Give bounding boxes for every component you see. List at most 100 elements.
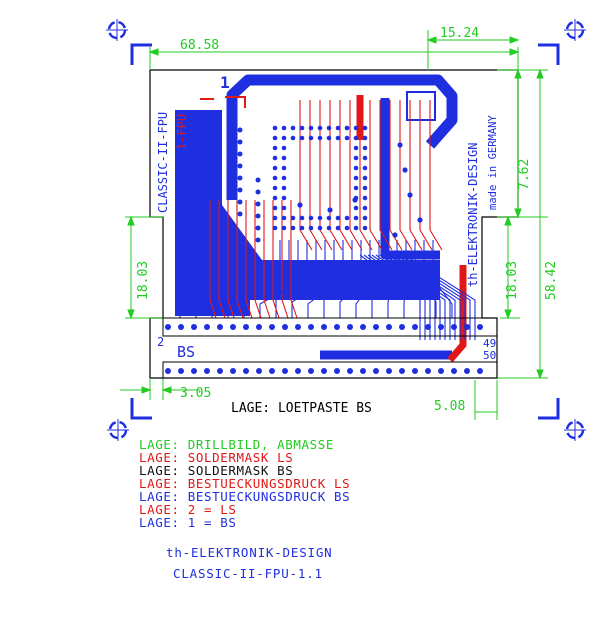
solder-pad	[402, 167, 408, 173]
solder-pad	[237, 199, 243, 205]
legend-line: LAGE: 2 = LS	[139, 502, 237, 517]
solder-pad	[299, 125, 305, 131]
solder-pad	[282, 324, 288, 330]
board-part-label: C1	[186, 110, 204, 128]
solder-pad	[281, 205, 287, 211]
solder-pad	[237, 127, 243, 133]
pcb-trace	[227, 200, 235, 319]
pcb-trace	[259, 240, 326, 318]
solder-pad	[386, 368, 392, 374]
board-side-label: CLASSIC-II-FPU	[156, 112, 170, 213]
dim-bottom-left: 3.05	[180, 386, 211, 401]
solder-pad	[281, 155, 287, 161]
solder-pad	[344, 135, 350, 141]
pcb-trace	[254, 200, 262, 319]
solder-pad	[308, 125, 314, 131]
solder-pad	[281, 215, 287, 221]
pcb-trace	[263, 200, 271, 319]
pcb-trace	[429, 100, 443, 251]
board-labels: CLASSIC-II-FPU 1-FPU C1 1 2 BS 49 50 th-…	[156, 73, 499, 416]
pcb-trace	[290, 200, 298, 319]
solder-pad	[272, 155, 278, 161]
pcb-trace	[379, 100, 393, 251]
solder-pad	[477, 368, 483, 374]
solder-pad	[353, 145, 359, 151]
dimension-lines	[120, 30, 548, 420]
board-made-in: made in GERMANY	[487, 114, 499, 210]
solder-pad	[243, 368, 249, 374]
solder-pad	[255, 213, 261, 219]
board-bottom-label: LAGE: LOETPASTE BS	[231, 401, 372, 416]
connector-bottom-row	[162, 361, 498, 379]
solder-pad	[165, 368, 171, 374]
solder-pad	[412, 368, 418, 374]
solder-pad	[237, 187, 243, 193]
solder-pad	[347, 324, 353, 330]
solder-pad	[352, 197, 358, 203]
solder-pad	[299, 215, 305, 221]
solder-pad	[335, 125, 341, 131]
dim-width-total: 68.58	[180, 38, 219, 53]
pcb-trace	[227, 240, 308, 318]
solder-pad	[204, 368, 210, 374]
solder-pad	[217, 368, 223, 374]
solder-pad	[425, 368, 431, 374]
solder-pad	[337, 277, 343, 283]
solder-pad	[321, 324, 327, 330]
registration-marks	[106, 19, 586, 441]
solder-pad	[178, 368, 184, 374]
solder-pad	[281, 125, 287, 131]
solder-pad	[230, 324, 236, 330]
solder-pad	[281, 135, 287, 141]
pcb-trace	[349, 100, 363, 251]
reg-mark-br	[564, 419, 586, 441]
dim-bottom-right: 5.08	[434, 399, 465, 414]
dim-right-upper: 7.62	[517, 159, 532, 190]
footer-company: th-ELEKTRONIK-DESIGN	[166, 545, 333, 560]
board-pin-50: 50	[483, 349, 496, 362]
dimension-labels: 68.58 15.24 7.62 58.42 18.03 18.03 3.05 …	[136, 26, 559, 414]
solder-pad	[353, 185, 359, 191]
solder-pad	[308, 225, 314, 231]
solder-pad	[353, 205, 359, 211]
solder-pad	[290, 215, 296, 221]
solder-pad	[255, 201, 261, 207]
solder-pad	[417, 217, 423, 223]
solder-pad	[464, 324, 470, 330]
solder-pad	[360, 324, 366, 330]
solder-pad	[317, 225, 323, 231]
dim-top-right: 15.24	[440, 26, 479, 41]
solder-pad	[295, 368, 301, 374]
corner-bracket-bl	[130, 398, 152, 420]
reg-mark-tl	[106, 19, 128, 41]
pcb-trace	[243, 240, 317, 318]
solder-pad	[362, 215, 368, 221]
solder-pad	[297, 202, 303, 208]
solder-pad	[392, 232, 398, 238]
solder-pad	[362, 125, 368, 131]
pcb-trace	[272, 200, 280, 319]
solder-pad	[277, 289, 283, 295]
pcb-trace	[371, 254, 436, 340]
pcb-trace	[245, 200, 253, 319]
solder-pad	[237, 139, 243, 145]
solder-pad	[299, 135, 305, 141]
crystal-pad	[406, 91, 436, 121]
connector-top-row	[162, 317, 498, 337]
solder-pad	[438, 324, 444, 330]
board-label-bs: BS	[177, 343, 195, 361]
solder-pad	[362, 145, 368, 151]
board-pin-49: 49	[483, 337, 496, 350]
solder-pad	[335, 215, 341, 221]
solder-pad	[256, 368, 262, 374]
solder-pad	[317, 125, 323, 131]
pcb-trace	[209, 200, 217, 319]
solder-pad	[373, 368, 379, 374]
solder-pad	[165, 324, 171, 330]
solder-pad	[362, 205, 368, 211]
solder-pad	[204, 324, 210, 330]
ground-pour-left	[175, 110, 440, 316]
solder-pad	[297, 272, 303, 278]
solder-pad	[451, 368, 457, 374]
